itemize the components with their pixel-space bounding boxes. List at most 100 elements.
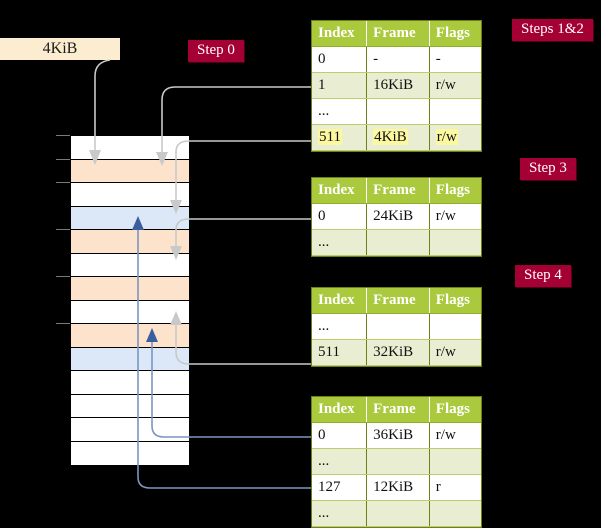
memory-tick	[56, 323, 70, 324]
table-cell-index: ...	[312, 448, 368, 475]
table-cell-index: 127	[312, 474, 368, 501]
memory-row	[71, 159, 189, 183]
table-cell-flags: r/w	[429, 72, 481, 99]
column-header-frame: Frame	[366, 21, 430, 47]
arrowhead-size-to-memory	[89, 150, 101, 165]
size-label: 4KiB	[0, 38, 120, 60]
memory-row	[71, 206, 189, 230]
table-cell-flags: r/w	[429, 124, 481, 151]
table-cell-index: ...	[312, 229, 368, 256]
memory-column	[70, 135, 190, 465]
table-cell-index: 1	[312, 72, 368, 99]
table-cell-frame: 24KiB	[366, 203, 430, 230]
table-cell-index: ...	[312, 98, 368, 125]
memory-row	[71, 183, 189, 207]
column-header-frame: Frame	[366, 178, 430, 204]
wire-size-to-memory	[94, 59, 111, 150]
table-cell-flags: r/w	[429, 203, 481, 230]
memory-tick	[56, 135, 70, 136]
table-cell-index: 0	[312, 46, 368, 73]
table-cell-frame: 32KiB	[366, 339, 430, 366]
step-badge-step-4: Step 4	[515, 265, 571, 287]
table-cell-flags	[429, 500, 481, 527]
table-cell-frame: 4KiB	[366, 124, 430, 151]
table-cell-index: ...	[312, 313, 368, 340]
table-cell-flags: r	[429, 474, 481, 501]
step-badge-step-3: Step 3	[520, 158, 576, 180]
step-badge-step-0: Step 0	[188, 40, 244, 62]
table-row: ...	[312, 229, 481, 256]
column-header-flags: Flags	[429, 21, 481, 47]
memory-row	[71, 441, 189, 465]
column-header-index: Index	[312, 288, 368, 314]
arrowhead-l1-row0	[146, 328, 158, 342]
column-header-flags: Flags	[429, 397, 481, 423]
column-header-flags: Flags	[429, 178, 481, 204]
table-cell-index: ...	[312, 500, 368, 527]
wire-l1-row0-to-memory	[151, 342, 311, 438]
table-cell-frame	[366, 500, 430, 527]
memory-tick	[56, 182, 70, 183]
table-cell-flags	[429, 229, 481, 256]
arrowhead-l4-row511	[170, 200, 182, 214]
wire-l3-row0-to-memory	[175, 218, 311, 246]
arrowhead-l4-row1	[156, 152, 168, 166]
table-cell-flags	[429, 98, 481, 125]
table-row: ...	[312, 313, 481, 340]
table-row: ...	[312, 448, 481, 475]
table-cell-index: 511	[312, 124, 368, 151]
memory-row	[71, 277, 189, 301]
table-cell-frame: 12KiB	[366, 474, 430, 501]
column-header-index: Index	[312, 21, 368, 47]
arrowhead-l1-row127	[132, 216, 144, 230]
table-cell-frame	[366, 98, 430, 125]
memory-tick	[56, 229, 70, 230]
table-cell-flags: -	[429, 46, 481, 73]
table-cell-frame: -	[366, 46, 430, 73]
column-header-flags: Flags	[429, 288, 481, 314]
memory-row	[71, 253, 189, 277]
table-cell-index: 511	[312, 339, 368, 366]
step-badge-steps-1-2: Steps 1&2	[512, 19, 593, 41]
memory-row	[71, 230, 189, 254]
arrowhead-memory-to-l2	[170, 311, 182, 325]
size-label-text: 4KiB	[42, 40, 78, 57]
column-header-index: Index	[312, 178, 368, 204]
table-cell-flags: r/w	[429, 339, 481, 366]
table-cell-frame: 36KiB	[366, 422, 430, 449]
memory-row	[71, 347, 189, 371]
table-cell-frame	[366, 229, 430, 256]
table-cell-index: 0	[312, 203, 368, 230]
column-header-index: Index	[312, 397, 368, 423]
wire-l4-row511-to-memory	[175, 140, 311, 200]
table-cell-flags	[429, 313, 481, 340]
memory-row	[71, 324, 189, 348]
table-cell-frame: 16KiB	[366, 72, 430, 99]
memory-tick	[56, 158, 70, 160]
memory-row	[71, 371, 189, 395]
table-row: ...	[312, 500, 481, 527]
wire-memory-to-l2-row511	[175, 325, 311, 365]
memory-row	[71, 300, 189, 324]
memory-row	[71, 394, 189, 418]
table-cell-frame	[366, 313, 430, 340]
column-header-frame: Frame	[366, 288, 430, 314]
memory-row	[71, 418, 189, 442]
table-row: ...	[312, 98, 481, 125]
memory-tick	[56, 276, 70, 277]
arrowhead-l3-row0	[170, 246, 182, 260]
table-row: 0--	[312, 46, 481, 73]
wire-l4-row1-to-memory	[161, 86, 311, 152]
table-cell-index: 0	[312, 422, 368, 449]
